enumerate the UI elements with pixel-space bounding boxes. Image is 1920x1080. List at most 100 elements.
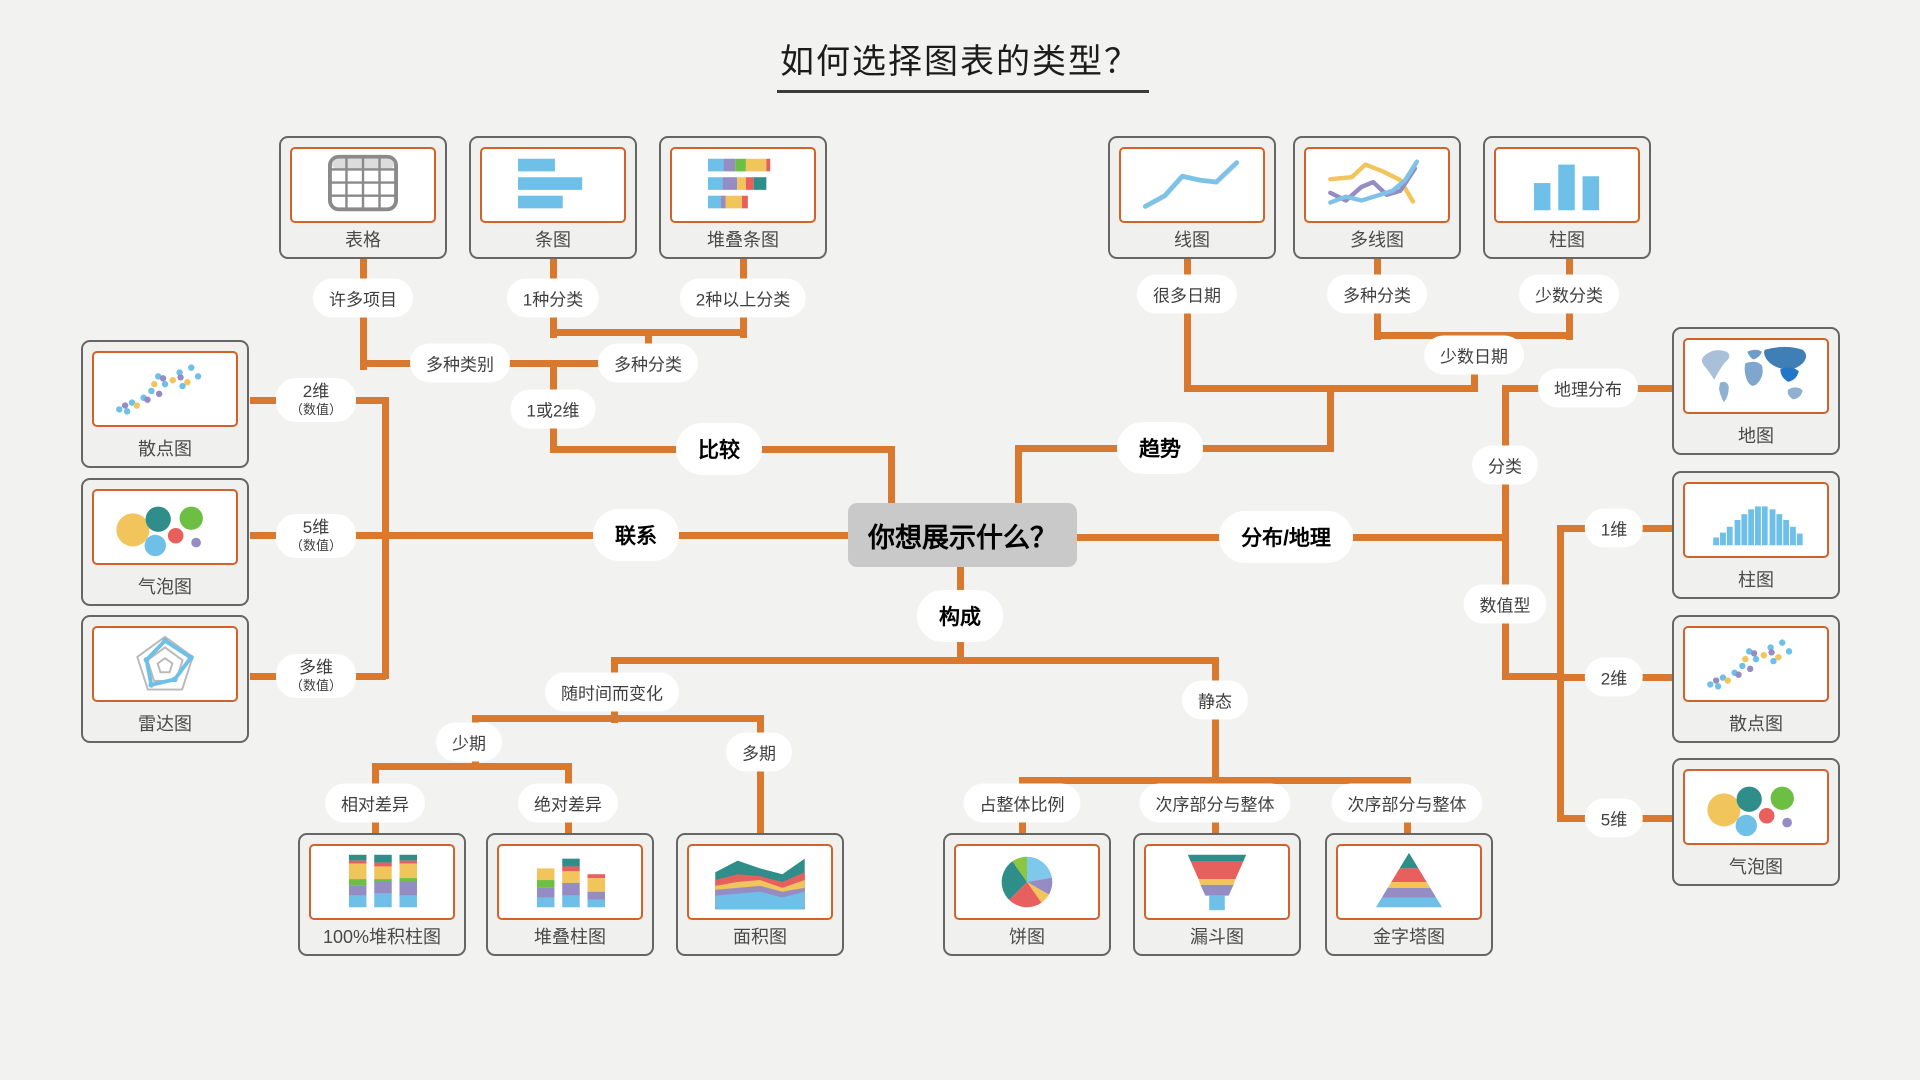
card-thumbnail <box>92 351 238 427</box>
branch-label-composition: 构成 <box>917 590 1003 642</box>
card-label: 表格 <box>345 230 381 250</box>
card-label: 堆叠条图 <box>707 230 779 250</box>
card-thumbnail <box>1494 147 1640 223</box>
card-thumbnail <box>1683 338 1829 414</box>
card-label: 面积图 <box>733 927 787 947</box>
card-thumbnail <box>497 844 643 920</box>
card-thumbnail <box>1304 147 1450 223</box>
decision-label: 多期 <box>726 732 792 772</box>
chart-card-line: 线图 <box>1108 136 1276 259</box>
card-label: 堆叠柱图 <box>534 927 606 947</box>
decision-label: 1种分类 <box>506 278 600 318</box>
bubble-chart-icon <box>116 506 203 557</box>
connector-line <box>757 715 764 835</box>
chart-card-funnel: 漏斗图 <box>1133 833 1301 956</box>
decision-label: 分类 <box>1472 445 1538 485</box>
connector-line <box>250 532 848 539</box>
pill-text: 2维 <box>302 382 330 402</box>
connector-line <box>888 446 895 504</box>
connector-line <box>1327 386 1334 451</box>
card-label: 条图 <box>535 230 571 250</box>
connector-line <box>611 657 1219 664</box>
card-label: 散点图 <box>138 439 192 459</box>
decision-label: 多种分类 <box>1327 274 1427 314</box>
area-chart-icon <box>715 858 805 910</box>
pill-text: 5维 <box>302 518 330 538</box>
connector-line <box>1015 446 1022 504</box>
chart-card-table: 表格 <box>279 136 447 259</box>
chart-card-stacked-column: 堆叠柱图 <box>486 833 654 956</box>
card-label: 金字塔图 <box>1373 927 1445 947</box>
chart-card-scatter: 散点图 <box>81 340 249 468</box>
decision-label: 少数日期 <box>1424 335 1524 375</box>
card-thumbnail <box>92 489 238 565</box>
connector-line <box>472 715 764 722</box>
column-chart-icon <box>1533 164 1600 211</box>
pill-subtext: （数值） <box>289 538 343 554</box>
decision-label: 多种类别 <box>410 343 510 383</box>
chart-card-100-stacked-column: 100%堆积柱图 <box>298 833 466 956</box>
histogram-icon <box>1713 506 1803 546</box>
pill-subtext: （数值） <box>289 678 343 694</box>
card-label: 多线图 <box>1350 230 1404 250</box>
chart-card-bubble: 气泡图 <box>81 478 249 606</box>
decision-label: 5维 <box>1584 798 1644 838</box>
card-thumbnail <box>670 147 816 223</box>
decision-label: 少期 <box>436 722 502 762</box>
connector-line <box>1502 385 1509 679</box>
scatter-plot-icon <box>1707 639 1793 690</box>
title-underline <box>777 90 1149 93</box>
decision-label: 次序部分与整体 <box>1139 783 1291 823</box>
card-thumbnail <box>1119 147 1265 223</box>
chart-card-histogram: 柱图 <box>1672 471 1840 599</box>
card-label: 100%堆积柱图 <box>322 927 442 947</box>
pill-text: 多维 <box>298 658 333 678</box>
center-question: 你想展示什么？ <box>848 503 1077 567</box>
card-thumbnail <box>687 844 833 920</box>
chart-card-bubble-2: 气泡图 <box>1672 758 1840 886</box>
card-thumbnail <box>290 147 436 223</box>
chart-card-map: 地图 <box>1672 327 1840 455</box>
table-icon <box>328 154 398 212</box>
decision-label: 2种以上分类 <box>679 278 807 318</box>
card-label: 气泡图 <box>138 577 192 597</box>
card-thumbnail <box>92 626 238 702</box>
card-label: 气泡图 <box>1729 857 1783 877</box>
decision-label: 相对差异 <box>325 783 425 823</box>
decision-label: 次序部分与整体 <box>1331 783 1483 823</box>
card-thumbnail <box>480 147 626 223</box>
card-label: 散点图 <box>1729 714 1783 734</box>
connector-line <box>1502 673 1564 680</box>
decision-label: 多种分类 <box>598 343 698 383</box>
decision-label: 随时间而变化 <box>545 672 679 712</box>
chart-card-multi-line: 多线图 <box>1293 136 1461 259</box>
decision-label: 静态 <box>1182 680 1248 720</box>
card-thumbnail <box>1336 844 1482 920</box>
chart-card-pyramid: 金字塔图 <box>1325 833 1493 956</box>
map-icon <box>1701 346 1807 403</box>
bubble-chart-icon <box>1707 786 1794 837</box>
decision-label: 多维 （数值） <box>275 654 357 698</box>
chart-card-stacked-bar: 堆叠条图 <box>659 136 827 259</box>
decision-label: 地理分布 <box>1538 368 1638 408</box>
branch-label-trend: 趋势 <box>1117 422 1203 474</box>
stacked-column-icon <box>536 858 605 908</box>
decision-label: 2维 （数值） <box>275 378 357 422</box>
card-thumbnail <box>309 844 455 920</box>
line-chart-icon <box>1142 160 1240 209</box>
stacked-bar-icon <box>708 158 771 209</box>
branch-label-distribution: 分布/地理 <box>1219 511 1353 563</box>
decision-label: 少数分类 <box>1519 274 1619 314</box>
pie-chart-icon <box>1001 856 1053 908</box>
decision-label: 占整体比例 <box>963 783 1081 823</box>
chart-card-bar: 条图 <box>469 136 637 259</box>
chart-card-area: 面积图 <box>676 833 844 956</box>
connector-line <box>1184 258 1191 392</box>
multi-line-chart-icon <box>1328 159 1420 205</box>
card-thumbnail <box>954 844 1100 920</box>
funnel-chart-icon <box>1187 854 1247 911</box>
branch-label-compare: 比较 <box>676 423 762 475</box>
card-thumbnail <box>1683 769 1829 845</box>
card-label: 柱图 <box>1738 570 1774 590</box>
